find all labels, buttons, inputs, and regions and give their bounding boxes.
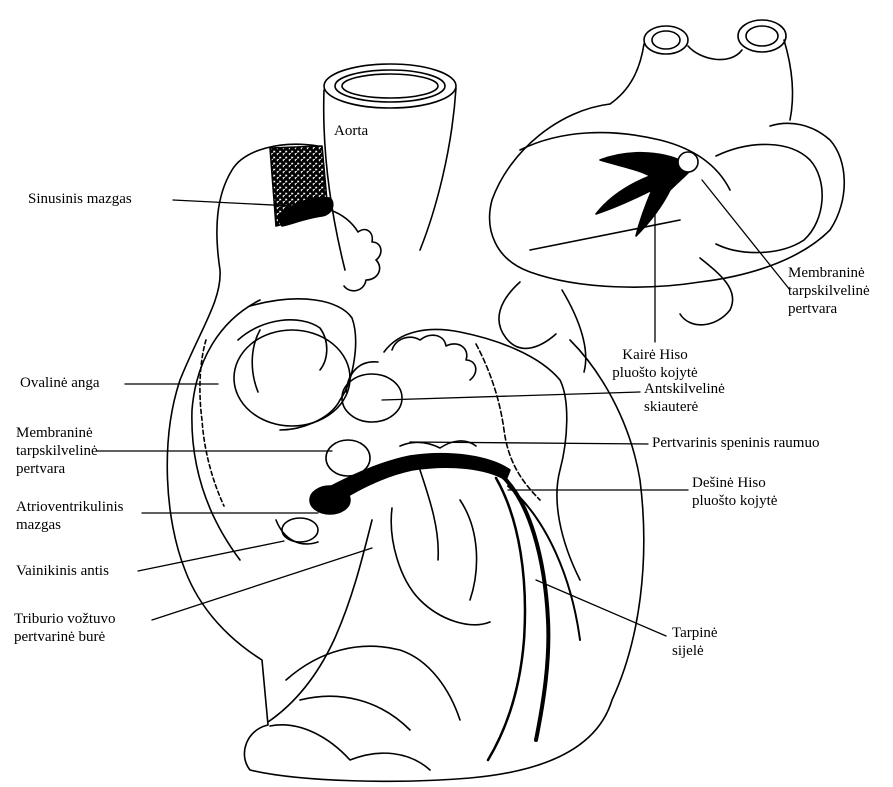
label-line: tarpskilvelinė [788, 282, 870, 300]
main-heart [167, 64, 644, 781]
label-line: Triburio vožtuvo [14, 610, 116, 628]
label-line: skiauterė [644, 398, 725, 416]
label-line: pertvara [16, 460, 98, 478]
label-line: pertvarinė burė [14, 628, 116, 646]
label-sinus-node: Sinusinis mazgas [28, 190, 132, 208]
label-oval-fossa: Ovalinė anga [20, 374, 100, 392]
label-moderator-band: Tarpinė sijelė [672, 624, 718, 660]
oval-fossa [234, 330, 350, 426]
label-line: pertvara [788, 300, 870, 318]
label-line: Dešinė Hiso [692, 474, 777, 492]
aortic-cusp [342, 374, 402, 422]
label-septal-papillary: Pertvarinis speninis raumuo [652, 434, 819, 452]
aorta-vessel [324, 64, 456, 270]
label-av-node: Atrioventrikulinis mazgas [16, 498, 124, 534]
label-line: Kairė Hiso [600, 346, 710, 364]
label-line: Membraninė [16, 424, 98, 442]
atrial-inner-contour [192, 300, 260, 560]
label-right-bundle-branch: Dešinė Hiso pluošto kojytė [692, 474, 777, 510]
label-line: Tarpinė [672, 624, 718, 642]
label-membranous-septum-left: Membraninė tarpskilvelinė pertvara [16, 424, 98, 478]
label-aortic-cusp: Antskilvelinė skiauterė [644, 380, 725, 416]
label-line: mazgas [16, 516, 124, 534]
label-left-bundle-branch: Kairė Hiso pluošto kojytė [600, 346, 710, 382]
label-tricuspid-leaflet: Triburio vožtuvo pertvarinė burė [14, 610, 116, 646]
small-heart [490, 20, 845, 372]
coronary-sinus [282, 518, 318, 542]
label-line: Atrioventrikulinis [16, 498, 124, 516]
label-line: Antskilvelinė [644, 380, 725, 398]
label-line: tarpskilvelinė [16, 442, 98, 460]
label-line: Membraninė [788, 264, 870, 282]
label-coronary-sinus: Vainikinis antis [16, 562, 109, 580]
crista-terminalis [330, 210, 381, 291]
label-line: sijelė [672, 642, 718, 660]
tricuspid-septal-leaflet [268, 520, 372, 722]
label-aorta: Aorta [334, 122, 368, 140]
label-membranous-septum-right: Membraninė tarpskilvelinė pertvara [788, 264, 870, 318]
label-line: pluošto kojytė [692, 492, 777, 510]
